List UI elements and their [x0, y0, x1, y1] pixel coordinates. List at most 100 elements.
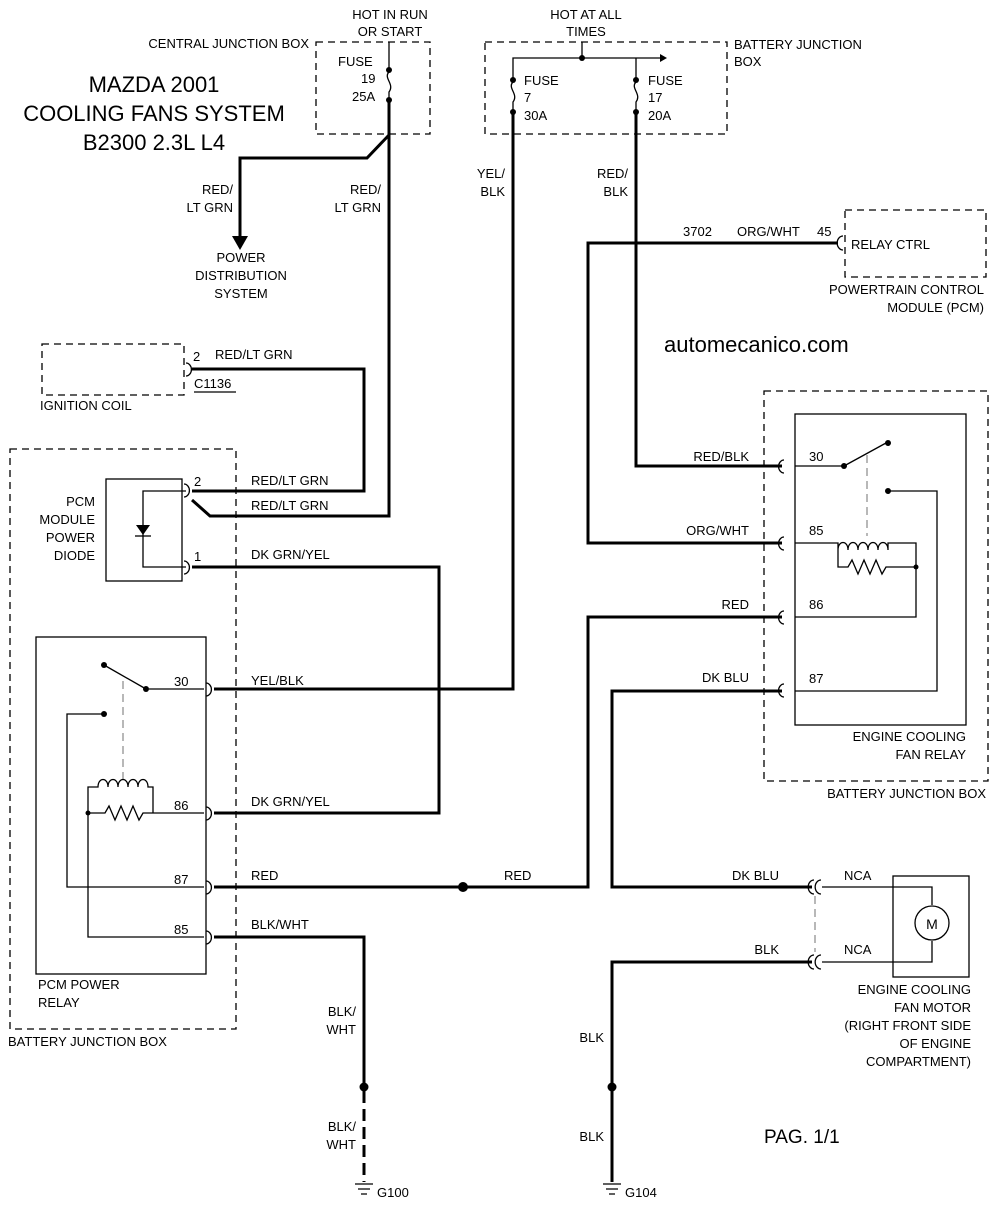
battery-junction-box-left-label: BATTERY JUNCTION BOX [8, 1034, 167, 1049]
pcm-wire-30: YEL/BLK [251, 673, 304, 688]
pcm-pin-86: 86 [174, 798, 188, 813]
diode-symbol [136, 525, 150, 535]
ecf-relay-line-2: FAN RELAY [895, 747, 966, 762]
title-line-3: B2300 2.3L L4 [83, 130, 225, 155]
diode-line-1: PCM [66, 494, 95, 509]
ecf-wire-87: DK BLU [702, 670, 749, 685]
relay-ctrl-label: RELAY CTRL [851, 237, 930, 252]
circuit-3702: 3702 [683, 224, 712, 239]
fuse-7-number: 7 [524, 90, 531, 105]
pcm-pin-85: 85 [174, 922, 188, 937]
wire-red-b: RED/ [350, 182, 381, 197]
diode-pin-1: 1 [194, 549, 201, 564]
ground-g100: G100 [377, 1185, 409, 1200]
motor-line-4: OF ENGINE [899, 1036, 971, 1051]
pcm-name-2: MODULE (PCM) [887, 300, 984, 315]
ecf-relay-line-1: ENGINE COOLING [853, 729, 966, 744]
watermark: automecanico.com [664, 332, 849, 357]
nca-1: NCA [844, 868, 872, 883]
times-label: TIMES [566, 24, 606, 39]
battery-junction-box-top: HOT AT ALL TIMES BATTERY JUNCTION BOX FU… [484, 7, 862, 135]
nca-2: NCA [844, 942, 872, 957]
motor-line-3: (RIGHT FRONT SIDE [844, 1018, 971, 1033]
ecf-pin-86: 86 [809, 597, 823, 612]
fuse-17-symbol [633, 81, 639, 112]
wire-ltgrn-a: LT GRN [187, 200, 233, 215]
central-junction-box-label: CENTRAL JUNCTION BOX [148, 36, 309, 51]
wire-ignition-to-diode [192, 367, 366, 493]
hot-at-all-label: HOT AT ALL [550, 7, 622, 22]
fuse-17-label: FUSE [648, 73, 683, 88]
hot-in-run-label: HOT IN RUN [352, 7, 428, 22]
blk-wht-1a: BLK/ [328, 1004, 357, 1019]
battery-junction-box-right [763, 390, 989, 782]
pcm-relay-line-1: PCM POWER [38, 977, 120, 992]
ecf-coil [795, 541, 917, 618]
wire-blk-wht [214, 935, 366, 1087]
power-dist-line-1: POWER [216, 250, 265, 265]
motor-wire-2: BLK [754, 942, 779, 957]
ecf-pin-87: 87 [809, 671, 823, 686]
diode-wire-3: DK GRN/YEL [251, 547, 330, 562]
pcm-relay-line-2: RELAY [38, 995, 80, 1010]
wire-dk-blu [610, 689, 812, 889]
diode-wire-2: RED/LT GRN [251, 498, 329, 513]
ground-g104: G104 [625, 1185, 657, 1200]
blk-vertical-2: BLK [579, 1129, 604, 1144]
wire-blk-c: BLK [603, 184, 628, 199]
power-dist-line-3: SYSTEM [214, 286, 267, 301]
diode-line-2: MODULE [39, 512, 95, 527]
diode-wire-1: RED/LT GRN [251, 473, 329, 488]
motor-symbol: M [926, 916, 938, 932]
pin-45: 45 [817, 224, 831, 239]
pcm-power-relay: PCM POWER RELAY 30 86 87 85 [35, 636, 213, 1010]
wire-yel-a: YEL/ [477, 166, 506, 181]
or-start-label: OR START [358, 24, 423, 39]
ecf-pin-30: 30 [809, 449, 823, 464]
connector-c1136: C1136 [194, 376, 231, 391]
wire-red-a: RED/ [202, 182, 233, 197]
motor-line-5: COMPARTMENT) [866, 1054, 971, 1069]
pcm-power-diode: PCM MODULE POWER DIODE 2 1 [39, 474, 201, 582]
wire-blk-a: BLK [480, 184, 505, 199]
engine-cooling-fan-motor: M ENGINE COOLING FAN MOTOR (RIGHT FRONT … [844, 875, 971, 1069]
wire-red [214, 615, 782, 889]
blk-wht-2b: WHT [326, 1137, 356, 1152]
pcm-pin-30: 30 [174, 674, 188, 689]
fuse-17-number: 17 [648, 90, 662, 105]
pcm-wire-87: RED [251, 868, 278, 883]
fuse-7-label: FUSE [524, 73, 559, 88]
ignition-pin: 2 [193, 349, 200, 364]
wire-org-wht-top: ORG/WHT [737, 224, 800, 239]
splice-point [458, 882, 468, 892]
ground-g104-icon [603, 1183, 621, 1195]
ignition-wire-label: RED/LT GRN [215, 347, 293, 362]
wire-org-wht [586, 241, 838, 545]
title-line-2: COOLING FANS SYSTEM [23, 101, 285, 126]
fuse-17-amp: 20A [648, 108, 671, 123]
fuse-19-amp: 25A [352, 89, 375, 104]
ecf-switch-arm [843, 442, 887, 467]
ignition-coil-label: IGNITION COIL [40, 398, 132, 413]
fuse-7-symbol [510, 81, 516, 112]
motor-icon [914, 905, 950, 941]
pcm-pin-87: 87 [174, 872, 188, 887]
wire-red-c: RED/ [597, 166, 628, 181]
battery-junction-box-right-label: BATTERY JUNCTION BOX [827, 786, 986, 801]
motor-connectors: NCA NCA [807, 868, 893, 970]
diode-line-4: DIODE [54, 548, 96, 563]
ecf-wire-85: ORG/WHT [686, 523, 749, 538]
blk-vertical-1: BLK [579, 1030, 604, 1045]
wire-blk [610, 960, 812, 1182]
battery-junction-box-label-2: BOX [734, 54, 762, 69]
ecf-resistor [837, 550, 916, 576]
title-line-1: MAZDA 2001 [89, 72, 220, 97]
battery-junction-box-label-1: BATTERY JUNCTION [734, 37, 862, 52]
page-number: PAG. 1/1 [764, 1127, 840, 1148]
battery-junction-box-left [9, 448, 237, 1030]
relay-resistor [88, 804, 204, 822]
wire-yel-blk [214, 114, 515, 691]
wire-to-power-distribution [238, 133, 391, 240]
fuse-19-label: FUSE [338, 54, 373, 69]
diode-pin-2: 2 [194, 474, 201, 489]
